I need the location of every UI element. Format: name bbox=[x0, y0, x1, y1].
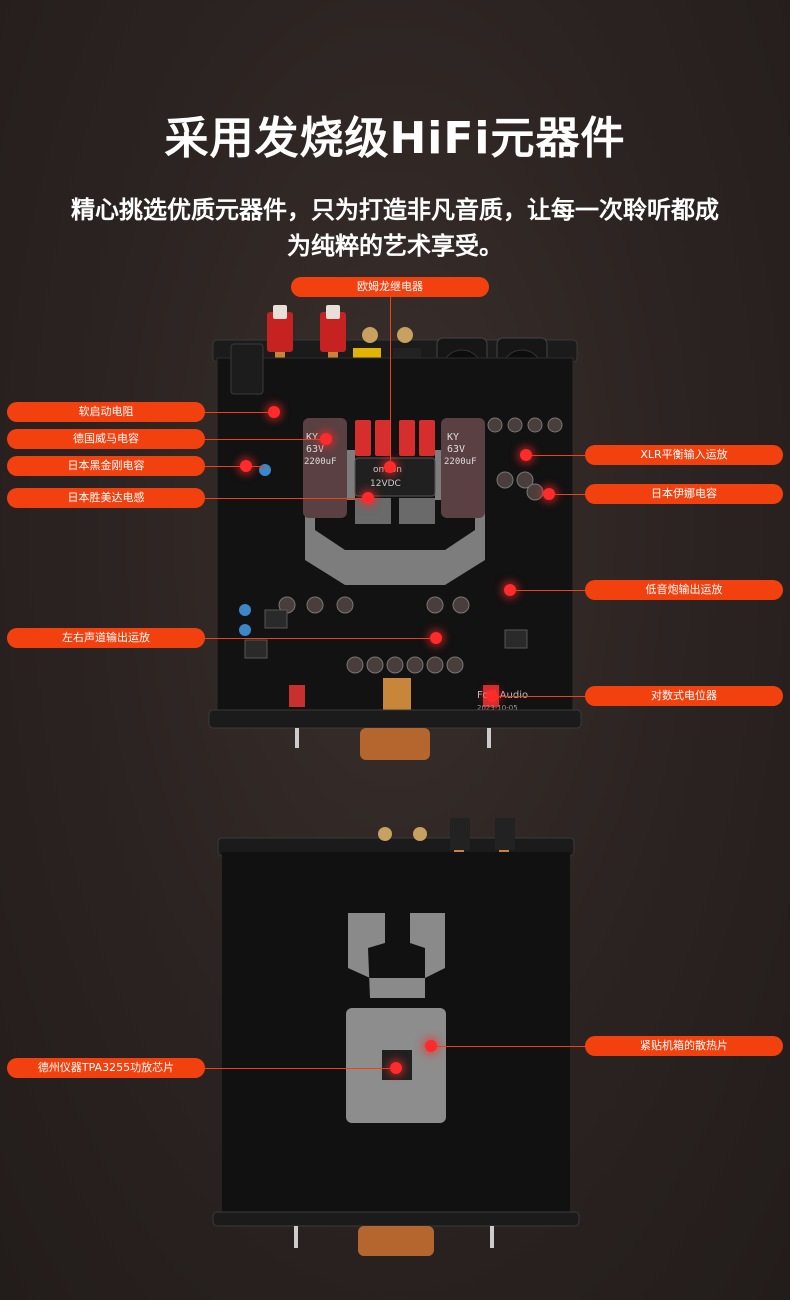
page-subtitle: 精心挑选优质元器件，只为打造非凡音质，让每一次聆听都成为纯粹的艺术享受。 bbox=[71, 196, 719, 260]
elna-marker bbox=[543, 488, 555, 500]
cap-right-brand: KY bbox=[447, 432, 459, 443]
label-nichicon: 日本黑金刚电容 bbox=[7, 456, 205, 476]
label-heatsink: 紧贴机箱的散热片 bbox=[585, 1036, 783, 1056]
bulk-capacitors: KY 63V 2200uF KY 63V 2200uF bbox=[303, 418, 485, 518]
label-lr-opamp: 左右声道输出运放 bbox=[7, 628, 205, 648]
cap-left-brand: KY bbox=[306, 432, 318, 443]
date-print: 2023-10-05 bbox=[477, 704, 518, 712]
label-pot: 对数式电位器 bbox=[585, 686, 783, 706]
brand-print: Fosi Audio bbox=[477, 690, 528, 701]
lr-opamp-marker bbox=[430, 632, 442, 644]
relay-spec-print: 12VDC bbox=[370, 479, 401, 489]
inductor-marker bbox=[362, 492, 374, 504]
label-wima: 德国威马电容 bbox=[7, 429, 205, 449]
relay-marker bbox=[384, 461, 396, 473]
cap-left-capacitance: 2200uF bbox=[304, 457, 337, 467]
bottom-board-image bbox=[212, 818, 580, 1256]
label-inductor: 日本胜美达电感 bbox=[7, 488, 205, 508]
label-relay: 欧姆龙继电器 bbox=[291, 277, 489, 297]
label-soft-start: 软启动电阻 bbox=[7, 402, 205, 422]
label-tpa: 德州仪器TPA3255功放芯片 bbox=[7, 1058, 205, 1078]
page-title: 采用发烧级HiFi元器件 bbox=[164, 113, 626, 164]
label-xlr-opamp: XLR平衡输入运放 bbox=[585, 445, 783, 465]
cap-right-capacitance: 2200uF bbox=[444, 457, 477, 467]
top-board-image: KY 63V 2200uF KY 63V 2200uF omron 12VDC bbox=[208, 305, 582, 760]
cap-left-voltage: 63V bbox=[306, 444, 324, 455]
sub-opamp-marker bbox=[504, 584, 516, 596]
soft-start-marker bbox=[268, 406, 280, 418]
cap-right-voltage: 63V bbox=[447, 444, 465, 455]
label-sub-opamp: 低音炮输出运放 bbox=[585, 580, 783, 600]
xlr-opamp-marker bbox=[520, 449, 532, 461]
wima-marker bbox=[320, 433, 332, 445]
pot-marker bbox=[486, 690, 498, 702]
heatsink-marker bbox=[425, 1040, 437, 1052]
tpa-marker bbox=[390, 1062, 402, 1074]
label-elna: 日本伊娜电容 bbox=[585, 484, 783, 504]
nichicon-marker bbox=[240, 460, 252, 472]
